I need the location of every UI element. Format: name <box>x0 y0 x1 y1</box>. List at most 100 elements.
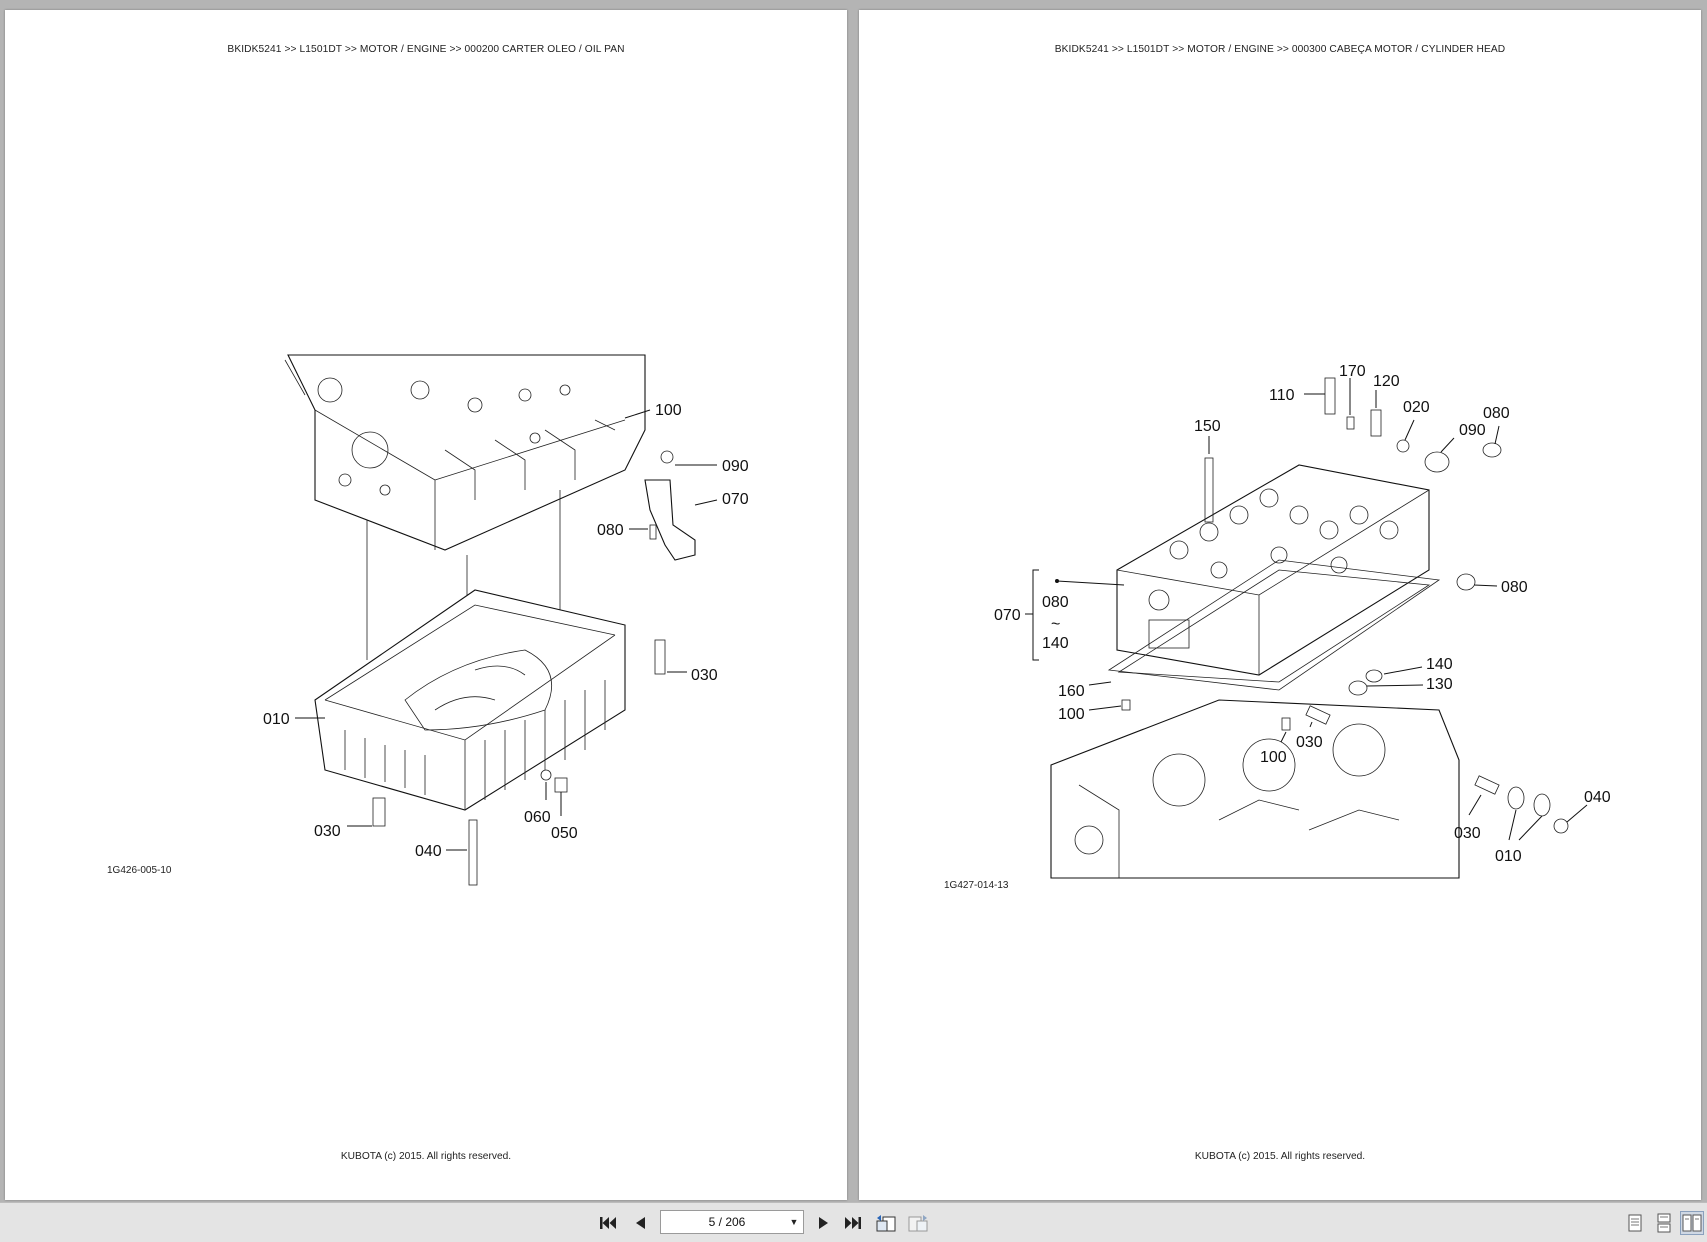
facing-pages-view-icon <box>1682 1214 1702 1232</box>
next-page-icon <box>819 1217 828 1229</box>
previous-page-icon <box>636 1217 645 1229</box>
callout-030-left: 030 <box>314 823 372 840</box>
svg-text:140: 140 <box>1042 635 1069 652</box>
go-forward-button[interactable] <box>906 1211 930 1235</box>
svg-text:090: 090 <box>722 458 749 475</box>
pdf-page-right: BKIDK5241 >> L1501DT >> MOTOR / ENGINE >… <box>859 10 1701 1200</box>
svg-text:080: 080 <box>1483 405 1510 422</box>
callout-060: 060 <box>524 782 551 826</box>
callout-070: 070 <box>994 607 1021 624</box>
oil-pan-exploded-diagram: 100 090 070 080 030 010 030 040 060 050 <box>263 354 749 886</box>
head-gasket-drawing <box>1107 559 1441 691</box>
svg-text:050: 050 <box>551 825 578 842</box>
previous-page-button[interactable] <box>628 1211 652 1235</box>
svg-text:030: 030 <box>314 823 341 840</box>
svg-text:100: 100 <box>655 402 682 419</box>
figure-code: 1G426-005-10 <box>107 865 172 876</box>
single-page-view-button[interactable] <box>1623 1211 1647 1235</box>
last-page-button[interactable] <box>841 1211 865 1235</box>
page-header: BKIDK5241 >> L1501DT >> MOTOR / ENGINE >… <box>227 44 625 55</box>
cylinder-head-exploded-diagram: 110 170 120 020 090 080 150 080 070 080 … <box>994 363 1611 879</box>
svg-text:030: 030 <box>691 667 718 684</box>
cylinder-head-drawing <box>1116 464 1430 676</box>
svg-text:170: 170 <box>1339 363 1366 380</box>
callout-100-left: 100 <box>1058 705 1122 723</box>
go-back-icon <box>876 1215 896 1232</box>
svg-text:060: 060 <box>524 809 551 826</box>
callout-030-right: 030 <box>1454 794 1482 842</box>
svg-text:080: 080 <box>1501 579 1528 596</box>
page-indicator: 5 / 206 <box>708 1215 746 1229</box>
oil-pan-drawing <box>314 589 626 811</box>
svg-text:120: 120 <box>1373 373 1400 390</box>
page-footer: KUBOTA (c) 2015. All rights reserved. <box>1194 1151 1366 1162</box>
svg-text:100: 100 <box>1260 749 1287 766</box>
callout-080: 080 <box>597 522 648 539</box>
page-footer: KUBOTA (c) 2015. All rights reserved. <box>340 1151 512 1162</box>
svg-text:130: 130 <box>1426 676 1453 693</box>
svg-text:090: 090 <box>1459 422 1486 439</box>
first-page-icon <box>600 1217 616 1229</box>
svg-text:100: 100 <box>1058 706 1085 723</box>
callout-140: 140 <box>1383 656 1453 675</box>
engine-block-drawing <box>284 354 646 551</box>
svg-text:040: 040 <box>1584 789 1611 806</box>
callout-040: 040 <box>1566 789 1611 823</box>
svg-text:010: 010 <box>263 711 290 728</box>
facing-pages-view-button[interactable] <box>1680 1211 1704 1235</box>
page-number-select[interactable]: 5 / 206 ▼ <box>660 1210 804 1234</box>
svg-text:070: 070 <box>994 607 1021 624</box>
callout-140-range-end: 140 <box>1042 635 1069 652</box>
callout-010: 010 <box>1495 809 1543 865</box>
navigation-toolbar: 5 / 206 ▼ <box>0 1202 1707 1242</box>
callout-020: 020 <box>1403 399 1430 441</box>
callout-120: 120 <box>1373 373 1400 408</box>
callout-100-bottom: 100 <box>1260 731 1287 766</box>
svg-text:030: 030 <box>1454 825 1481 842</box>
svg-text:040: 040 <box>415 843 442 860</box>
svg-text:160: 160 <box>1058 683 1085 700</box>
single-page-view-icon <box>1628 1214 1642 1232</box>
callout-090: 090 <box>675 458 749 475</box>
svg-text:010: 010 <box>1495 848 1522 865</box>
engine-block-drawing <box>1050 699 1460 879</box>
svg-text:070: 070 <box>722 491 749 508</box>
callout-030-mid: 030 <box>1296 721 1323 751</box>
figure-code: 1G427-014-13 <box>944 880 1009 891</box>
continuous-view-button[interactable] <box>1652 1211 1676 1235</box>
callout-160: 160 <box>1058 681 1112 700</box>
callout-090: 090 <box>1440 422 1486 453</box>
chevron-down-icon: ▼ <box>789 1217 799 1227</box>
callout-080-top: 080 <box>1483 405 1510 445</box>
svg-text:140: 140 <box>1426 656 1453 673</box>
svg-text:~: ~ <box>1051 616 1060 633</box>
pdf-page-left: BKIDK5241 >> L1501DT >> MOTOR / ENGINE >… <box>5 10 847 1200</box>
first-page-button[interactable] <box>596 1211 620 1235</box>
callout-150: 150 <box>1194 418 1221 454</box>
svg-text:030: 030 <box>1296 734 1323 751</box>
svg-text:080: 080 <box>597 522 624 539</box>
svg-text:150: 150 <box>1194 418 1221 435</box>
document-viewer[interactable]: BKIDK5241 >> L1501DT >> MOTOR / ENGINE >… <box>0 0 1707 1202</box>
next-page-button[interactable] <box>812 1211 836 1235</box>
svg-text:110: 110 <box>1269 387 1295 404</box>
callout-100: 100 <box>624 402 682 419</box>
callout-070: 070 <box>694 491 749 508</box>
callout-050: 050 <box>551 792 578 842</box>
callout-080-range-start: 080 <box>1042 594 1069 611</box>
last-page-icon <box>845 1217 861 1229</box>
callout-080-right: 080 <box>1473 579 1528 596</box>
go-back-button[interactable] <box>874 1211 898 1235</box>
callout-130: 130 <box>1366 676 1453 693</box>
svg-text:080: 080 <box>1042 594 1069 611</box>
callout-030-right: 030 <box>667 667 718 684</box>
callout-range-tilde: ~ <box>1051 616 1060 633</box>
callout-170: 170 <box>1339 363 1366 415</box>
callout-040: 040 <box>415 843 467 860</box>
page-header: BKIDK5241 >> L1501DT >> MOTOR / ENGINE >… <box>1054 44 1506 55</box>
svg-text:020: 020 <box>1403 399 1430 416</box>
continuous-view-icon <box>1657 1213 1671 1233</box>
callout-010: 010 <box>263 711 325 728</box>
go-forward-icon <box>908 1215 928 1232</box>
callout-110: 110 <box>1269 387 1325 404</box>
